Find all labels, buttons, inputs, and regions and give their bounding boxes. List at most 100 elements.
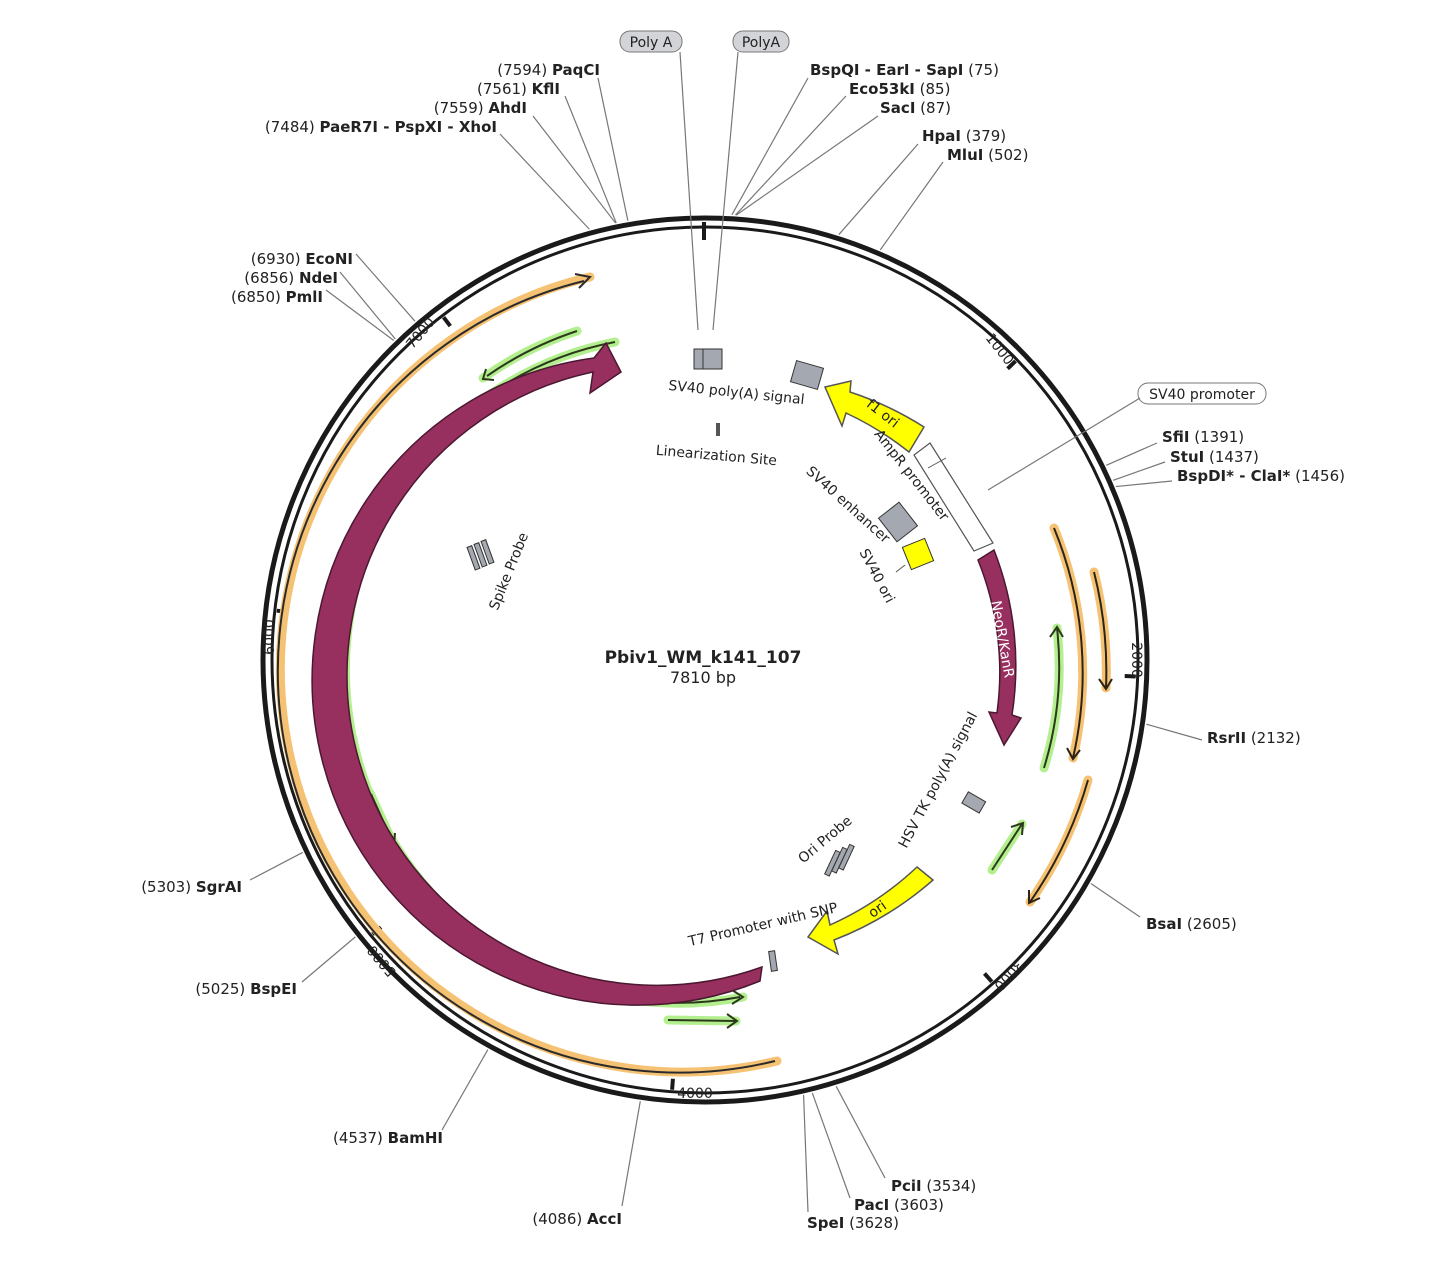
feature-t7-marker	[768, 950, 778, 972]
site-label: (7561) KflI	[477, 80, 560, 98]
site-bamhi[interactable]: (4537) BamHI	[333, 1049, 489, 1147]
label-sv40-enhancer: SV40 enhancer	[803, 463, 893, 546]
site-position: (87)	[915, 99, 951, 117]
site-leader-line	[838, 143, 919, 235]
site-name: StuI	[1170, 448, 1204, 466]
site-sgrai[interactable]: (5303) SgrAI	[141, 851, 303, 896]
feature-spike-omicron-label: Spike (omicron)	[382, 673, 431, 783]
tag-poly-a[interactable]: Poly A	[619, 30, 699, 331]
site-name: SpeI	[807, 1214, 844, 1232]
orf-green-left-1	[478, 326, 582, 383]
site-label: (5303) SgrAI	[141, 878, 242, 896]
site-sfii[interactable]: SfiI (1391)	[1106, 428, 1244, 466]
tick-mark-1000	[1006, 359, 1017, 371]
plasmid-size: 7810 bp	[670, 668, 736, 687]
feature-ori[interactable]: ori	[806, 866, 935, 956]
site-position: (7484)	[265, 118, 320, 136]
site-name: NdeI	[299, 269, 338, 287]
site-position: (379)	[961, 127, 1006, 145]
site-name: AccI	[587, 1210, 622, 1228]
site-leader-line	[879, 161, 944, 251]
feature-ori-probe-marks	[824, 843, 855, 877]
site-ahdi[interactable]: (7559) AhdI	[434, 99, 617, 224]
plasmid-name: Pbiv1_WM_k141_107	[605, 648, 802, 668]
site-hpai[interactable]: HpaI (379)	[838, 127, 1006, 235]
site-label: (7594) PaqCI	[497, 61, 600, 79]
feature-f1-ori[interactable]: f1 ori	[823, 380, 926, 454]
site-position: (502)	[983, 146, 1028, 164]
site-name: KflI	[532, 80, 560, 98]
feature-linearization-marker	[716, 423, 720, 436]
label-sv40-polya-signal: SV40 poly(A) signal	[668, 378, 806, 408]
feature-hsv-tk-box	[961, 791, 987, 814]
site-econi[interactable]: (6930) EcoNI	[251, 250, 416, 322]
site-label: StuI (1437)	[1170, 448, 1259, 466]
site-leader-line	[802, 1094, 809, 1213]
site-label: MluI (502)	[947, 146, 1028, 164]
site-position: (75)	[963, 61, 999, 79]
site-ndei[interactable]: (6856) NdeI	[244, 269, 396, 340]
site-label: Eco53kI (85)	[849, 80, 950, 98]
site-leader-line	[597, 77, 629, 221]
site-paci[interactable]: PacI (3603)	[811, 1092, 944, 1214]
feature-ampr-promoter-box	[913, 442, 994, 552]
site-name: BspQI - EarI - SapI	[810, 61, 963, 79]
label-linearization-site: Linearization Site	[655, 443, 777, 470]
site-leader-line	[731, 77, 809, 216]
site-position: (7561)	[477, 80, 532, 98]
site-name: PmlI	[286, 288, 323, 306]
site-paqci[interactable]: (7594) PaqCI	[497, 61, 629, 221]
site-position: (6850)	[231, 288, 286, 306]
site-name: SgrAI	[196, 878, 242, 896]
feature-neor-kanr[interactable]: NeoR/KanR	[977, 548, 1023, 747]
site-label: (6850) PmlI	[231, 288, 323, 306]
site-acci[interactable]: (4086) AccI	[532, 1101, 641, 1228]
tick-label-4000: 4000	[677, 1086, 713, 1102]
tick-mark-3000	[982, 972, 994, 984]
label-hsv-tk-polya-signal: HSV TK poly(A) signal	[896, 709, 981, 850]
site-bspei[interactable]: (5025) BspEI	[195, 936, 356, 998]
site-leader-line	[325, 289, 395, 342]
site-name: BspDI* - ClaI*	[1177, 467, 1290, 485]
site-position: (7594)	[497, 61, 552, 79]
site-leader-line	[735, 115, 879, 216]
site-label: (7484) PaeR7I - PspXI - XhoI	[265, 118, 497, 136]
site-label: BsaI (2605)	[1146, 915, 1237, 933]
site-position: (6856)	[244, 269, 299, 287]
tag-polya[interactable]: PolyA	[712, 30, 790, 331]
site-paer7i-pspxi-xhoi[interactable]: (7484) PaeR7I - PspXI - XhoI	[265, 118, 590, 230]
site-pcii[interactable]: PciI (3534)	[835, 1085, 976, 1195]
site-saci[interactable]: SacI (87)	[735, 99, 951, 216]
site-eco53ki[interactable]: Eco53kI (85)	[735, 80, 950, 216]
feature-sv40-polya-box	[693, 348, 723, 370]
feature-sv40-ori-box	[901, 537, 935, 571]
tag-poly-a-label: Poly A	[630, 35, 673, 51]
site-spei[interactable]: SpeI (3628)	[802, 1094, 899, 1232]
site-bspqi-eari-sapi[interactable]: BspQI - EarI - SapI (75)	[731, 61, 999, 216]
orf-orange-right-3	[1025, 775, 1093, 907]
site-kfli[interactable]: (7561) KflI	[477, 80, 617, 224]
site-label: PacI (3603)	[854, 1196, 944, 1214]
tag-sv40-promoter[interactable]: SV40 promoter	[987, 382, 1267, 491]
site-name: RsrII	[1207, 729, 1246, 747]
site-mlui[interactable]: MluI (502)	[879, 146, 1028, 251]
site-position: (7559)	[434, 99, 489, 117]
tick-label-3000: 3000	[990, 956, 1025, 994]
site-stui[interactable]: StuI (1437)	[1112, 448, 1259, 481]
site-pmli[interactable]: (6850) PmlI	[231, 288, 395, 342]
site-label: (6856) NdeI	[244, 269, 338, 287]
site-label: (5025) BspEI	[195, 980, 297, 998]
site-bspdi-clai[interactable]: BspDI* - ClaI* (1456)	[1115, 467, 1345, 488]
site-label: SpeI (3628)	[807, 1214, 899, 1232]
site-name: EcoNI	[305, 250, 353, 268]
site-leader-line	[735, 95, 847, 216]
site-bsai[interactable]: BsaI (2605)	[1090, 883, 1237, 933]
site-label: SacI (87)	[880, 99, 951, 117]
site-position: (3628)	[844, 1214, 899, 1232]
site-position: (2605)	[1182, 915, 1237, 933]
tag-sv40-promoter-label: SV40 promoter	[1149, 387, 1255, 403]
site-label: BspDI* - ClaI* (1456)	[1177, 467, 1345, 485]
site-rsrii[interactable]: RsrII (2132)	[1146, 723, 1301, 747]
site-position: (4086)	[532, 1210, 587, 1228]
restriction-sites: (7594) PaqCI(7561) KflI(7559) AhdI(7484)…	[141, 61, 1345, 1232]
